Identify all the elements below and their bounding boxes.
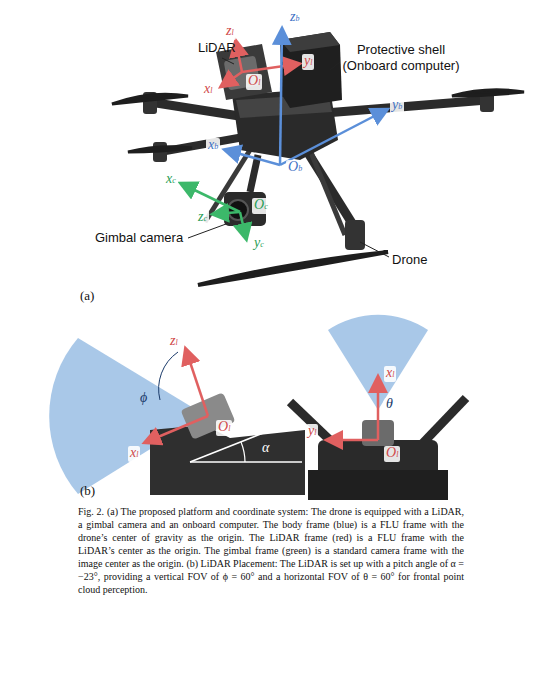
- axis-label: Ol: [246, 74, 262, 90]
- angle-label: α: [262, 440, 269, 455]
- front-view: [290, 315, 466, 500]
- axis-label: zb: [288, 10, 301, 26]
- leader-lines: [188, 58, 389, 257]
- angle-label: θ: [386, 396, 393, 411]
- drone-body: [112, 32, 524, 285]
- axis-label: Oc: [252, 198, 270, 214]
- axis-label: Ol: [384, 446, 400, 462]
- figure-caption: Fig. 2. (a) The proposed platform and co…: [78, 505, 464, 596]
- axis-label: yl: [306, 424, 318, 440]
- part-name: LiDAR: [198, 40, 236, 55]
- axis-label: yc: [252, 236, 266, 252]
- axis-label: xb: [206, 138, 220, 154]
- axis-label: zl: [168, 334, 180, 350]
- axis-label: yb: [390, 98, 404, 114]
- axis-label: zc: [196, 210, 209, 226]
- axis-label: xl: [384, 366, 396, 382]
- part-name: Gimbal camera: [95, 230, 183, 245]
- axis-label: xc: [164, 172, 178, 188]
- gimbal-axes: [182, 184, 246, 238]
- axis-label: zl: [224, 24, 236, 40]
- part-name: Protective shell (Onboard computer): [336, 42, 466, 74]
- front-lidar-axes: [328, 378, 378, 440]
- axis-label: Ol: [216, 420, 232, 436]
- side-lidar-axes: [146, 350, 208, 442]
- angle-label: ϕ: [140, 390, 147, 405]
- panel-label: (b): [80, 483, 95, 499]
- side-view: [49, 338, 305, 495]
- axis-label: Ob: [286, 160, 304, 176]
- axis-label: yl: [302, 54, 314, 70]
- axis-label: xl: [202, 82, 214, 98]
- axis-label: xl: [128, 446, 140, 462]
- panel-label: (a): [80, 288, 94, 304]
- part-name: Drone: [392, 252, 427, 267]
